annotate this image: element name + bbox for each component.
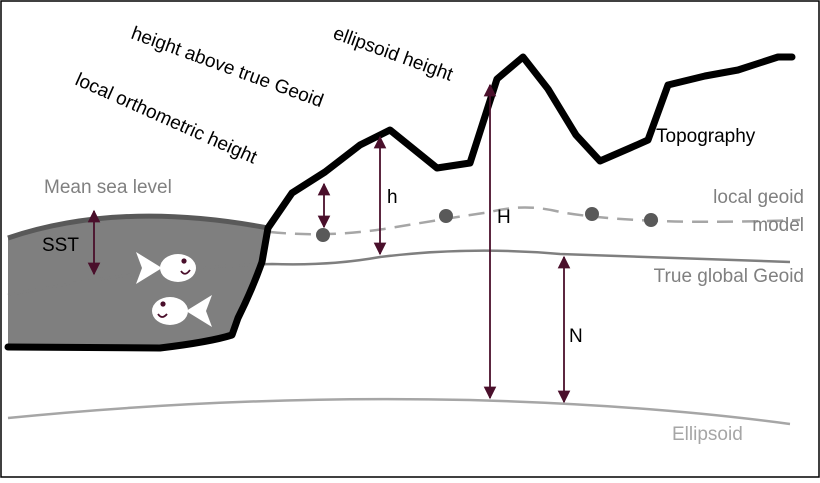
local-orthometric-height-label: local orthometric height [72, 69, 261, 168]
topography-line [4, 53, 796, 352]
local-geoid-model-label: model [752, 215, 804, 236]
fish-icon [136, 252, 196, 284]
height-above-true-geoid-label: height above true Geoid [128, 23, 326, 112]
ellipsoid-line [7, 397, 791, 426]
H-label: H [497, 207, 511, 228]
mean-sea-level-line [7, 213, 269, 241]
sst-label: SST [42, 235, 79, 256]
topography-label: Topography [656, 126, 756, 147]
N-label: N [569, 326, 583, 347]
geoid-marker [644, 213, 658, 227]
geoid-marker [316, 228, 330, 242]
ellipsoid-height-label: ellipsoid height [330, 23, 456, 86]
geoid-marker [585, 207, 599, 221]
local-geoid-dashed-line [269, 206, 801, 236]
fish-icon [152, 295, 212, 327]
ellipsoid-label: Ellipsoid [672, 424, 743, 445]
local-geoid-label: local geoid [713, 187, 804, 208]
geoid-marker [439, 209, 453, 223]
mean-sea-level-label: Mean sea level [44, 177, 172, 198]
true-global-geoid-label: True global Geoid [654, 266, 804, 287]
h-label: h [387, 187, 398, 208]
